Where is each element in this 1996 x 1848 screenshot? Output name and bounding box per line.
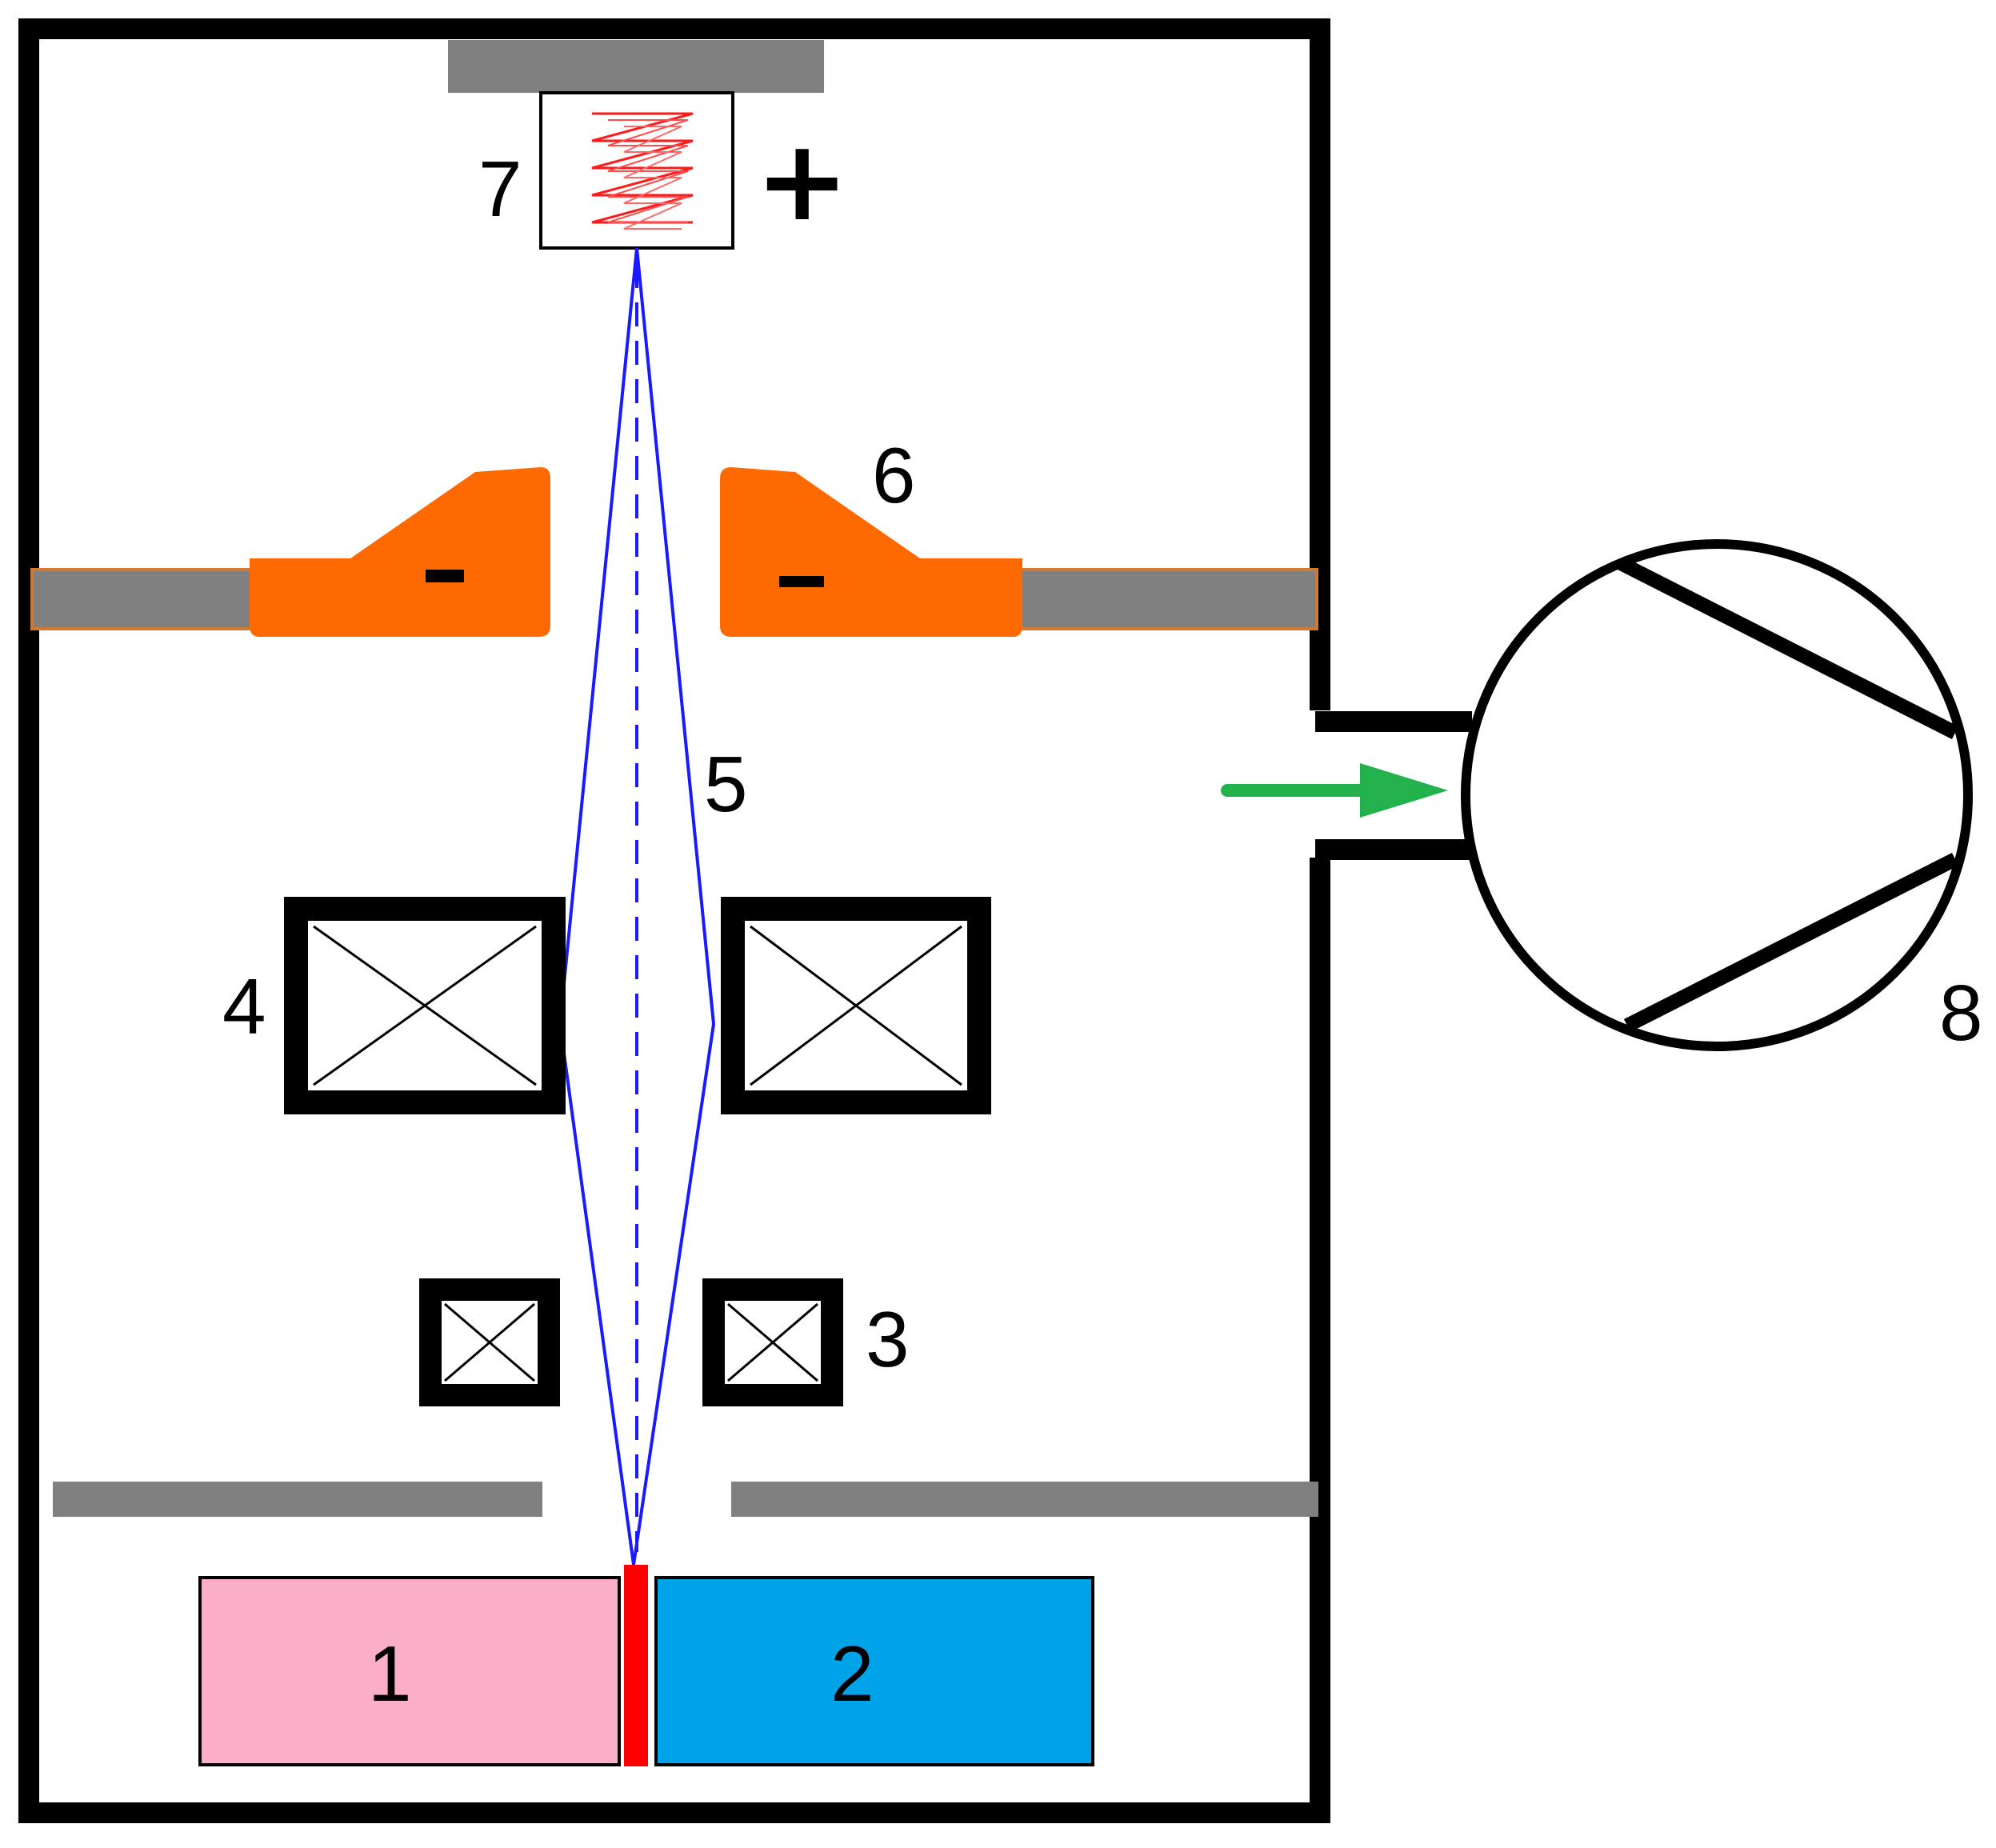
arrow-right-icon bbox=[1221, 763, 1448, 818]
electrode-holder-right bbox=[1006, 568, 1318, 630]
focusing-coil-right bbox=[721, 897, 991, 1114]
vacuum-pump-icon bbox=[1461, 539, 1973, 1051]
weld-seam bbox=[624, 1565, 648, 1766]
diaphragm-left bbox=[53, 1482, 542, 1517]
label-6: 6 bbox=[872, 431, 916, 519]
label-7: 7 bbox=[478, 145, 522, 233]
deflection-coil-right bbox=[702, 1278, 843, 1406]
label-4: 4 bbox=[222, 962, 266, 1050]
vacuum-chamber-wall bbox=[18, 18, 1330, 1823]
electrode-right bbox=[720, 467, 1022, 637]
label-3: 3 bbox=[866, 1295, 910, 1383]
electrode-left bbox=[250, 467, 550, 637]
label-1: 1 bbox=[368, 1630, 412, 1718]
electron-beam bbox=[558, 247, 716, 1566]
cathode bbox=[539, 91, 734, 250]
label-2: 2 bbox=[830, 1630, 874, 1718]
pump-connection-tube bbox=[1315, 711, 1472, 860]
electrode-holder-left bbox=[30, 568, 266, 630]
zigzag-filament-icon bbox=[607, 119, 689, 230]
electrode-right-minus-sign bbox=[779, 576, 824, 587]
label-8: 8 bbox=[1939, 969, 1983, 1057]
beam-envelope-left bbox=[558, 247, 638, 1566]
label-5: 5 bbox=[704, 740, 748, 828]
workpiece-1 bbox=[198, 1576, 621, 1766]
cathode-plus-sign: + bbox=[755, 116, 849, 246]
focusing-coil-left bbox=[284, 897, 566, 1114]
cathode-holder-plate bbox=[448, 40, 824, 93]
beam-envelope-right bbox=[632, 247, 716, 1566]
workpiece-2 bbox=[654, 1576, 1094, 1766]
diaphragm-right bbox=[731, 1482, 1318, 1517]
electrode-left-minus-sign bbox=[426, 570, 464, 582]
accelerating-electrode bbox=[30, 467, 1318, 637]
deflection-coil-left bbox=[419, 1278, 560, 1406]
